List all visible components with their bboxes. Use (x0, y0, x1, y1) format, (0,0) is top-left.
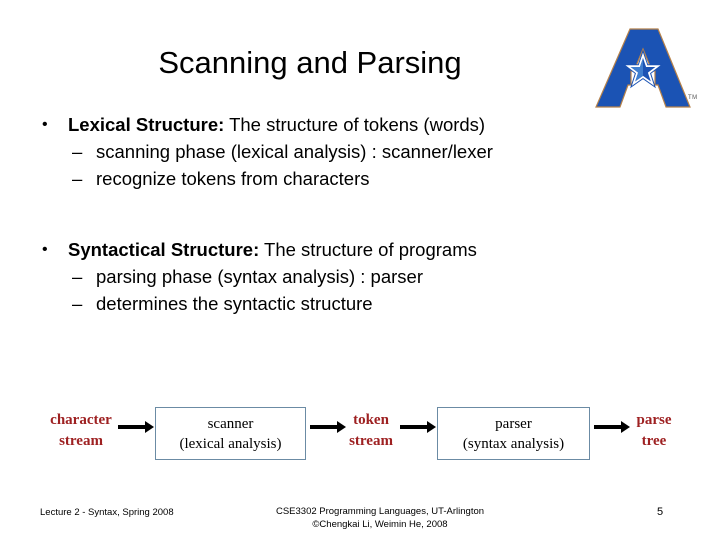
footer-course-credit: CSE3302 Programming Languages, UT-Arling… (180, 505, 580, 531)
diagram-label-parse-tree: parse tree (623, 410, 685, 452)
arrow-token-to-parser (400, 421, 436, 433)
page-number: 5 (656, 506, 664, 518)
arrow-scanner-to-token (310, 421, 346, 433)
diagram-label-token-stream: token stream (333, 410, 409, 452)
label-line-2: stream (59, 433, 103, 449)
arrow-shaft (118, 425, 145, 429)
label-line-2: stream (349, 433, 393, 449)
bullet-lexical-structure: • Lexical Structure: The structure of tok… (28, 112, 628, 138)
label-line-1: character (50, 412, 112, 428)
arrow-shaft (594, 425, 621, 429)
bullet-lead-text: Lexical Structure: (68, 114, 225, 135)
footer-lecture-info: Lecture 2 - Syntax, Spring 2008 (40, 507, 174, 518)
dash-marker: – (72, 141, 83, 162)
label-line-2: tree (641, 433, 667, 449)
footer-course-line: CSE3302 Programming Languages, UT-Arling… (275, 506, 485, 517)
bullet-group-syntactical: • Syntactical Structure: The structure of… (28, 237, 628, 317)
uta-a-star-logo (580, 27, 705, 113)
arrow-head (337, 421, 346, 433)
footer-copyright-line: ©Chengkai Li, Weimin He, 2008 (312, 519, 448, 530)
box-line-2: (lexical analysis) (179, 435, 282, 452)
arrow-head (621, 421, 630, 433)
bullet-group-lexical: • Lexical Structure: The structure of tok… (28, 112, 628, 192)
slide-footer: Lecture 2 - Syntax, Spring 2008 CSE3302 … (0, 500, 720, 540)
label-line-1: token (353, 412, 389, 428)
arrow-shaft (310, 425, 337, 429)
bullet-lead-text: Syntactical Structure: (68, 239, 260, 260)
arrow-head (145, 421, 154, 433)
page-title: Scanning and Parsing (158, 45, 462, 80)
bullet-marker: • (42, 116, 48, 133)
bullet-marker: • (42, 241, 48, 258)
box-line-1: scanner (207, 415, 254, 432)
bullet-group-spacer (28, 192, 628, 237)
bullet-rest-text: The structure of tokens (words) (224, 114, 486, 135)
sub-bullet-text: determines the syntactic structure (96, 293, 373, 314)
sub-bullet-scanning-phase: –scanning phase (lexical analysis) : sca… (28, 138, 628, 165)
box-line-1: parser (495, 415, 532, 432)
diagram-box-parser: parser (syntax analysis) (437, 407, 590, 460)
sub-bullet-text: recognize tokens from characters (96, 168, 370, 189)
arrow-character-to-scanner (118, 421, 154, 433)
sub-bullet-determines-structure: –determines the syntactic structure (28, 290, 628, 317)
dash-marker: – (72, 266, 83, 287)
trademark-mark: TM (688, 95, 698, 101)
diagram-box-scanner: scanner (lexical analysis) (155, 407, 306, 460)
sub-bullet-parsing-phase: –parsing phase (syntax analysis) : parse… (28, 263, 628, 290)
sub-bullet-text: parsing phase (syntax analysis) : parser (96, 266, 423, 287)
slide-body: • Lexical Structure: The structure of tok… (28, 112, 628, 317)
box-line-2: (syntax analysis) (462, 435, 565, 452)
dash-marker: – (72, 168, 83, 189)
bullet-rest-text: The structure of programs (259, 239, 477, 260)
label-line-1: parse (636, 412, 672, 428)
compiler-pipeline-diagram: character stream scanner (lexical analys… (0, 398, 720, 470)
arrow-shaft (400, 425, 427, 429)
arrow-parser-to-parse-tree (594, 421, 630, 433)
bullet-syntactical-structure: • Syntactical Structure: The structure of… (28, 237, 628, 263)
dash-marker: – (72, 293, 83, 314)
arrow-head (427, 421, 436, 433)
diagram-label-character-stream: character stream (37, 410, 125, 452)
sub-bullet-text: scanning phase (lexical analysis) : scan… (96, 141, 493, 162)
sub-bullet-recognize-tokens: –recognize tokens from characters (28, 165, 628, 192)
